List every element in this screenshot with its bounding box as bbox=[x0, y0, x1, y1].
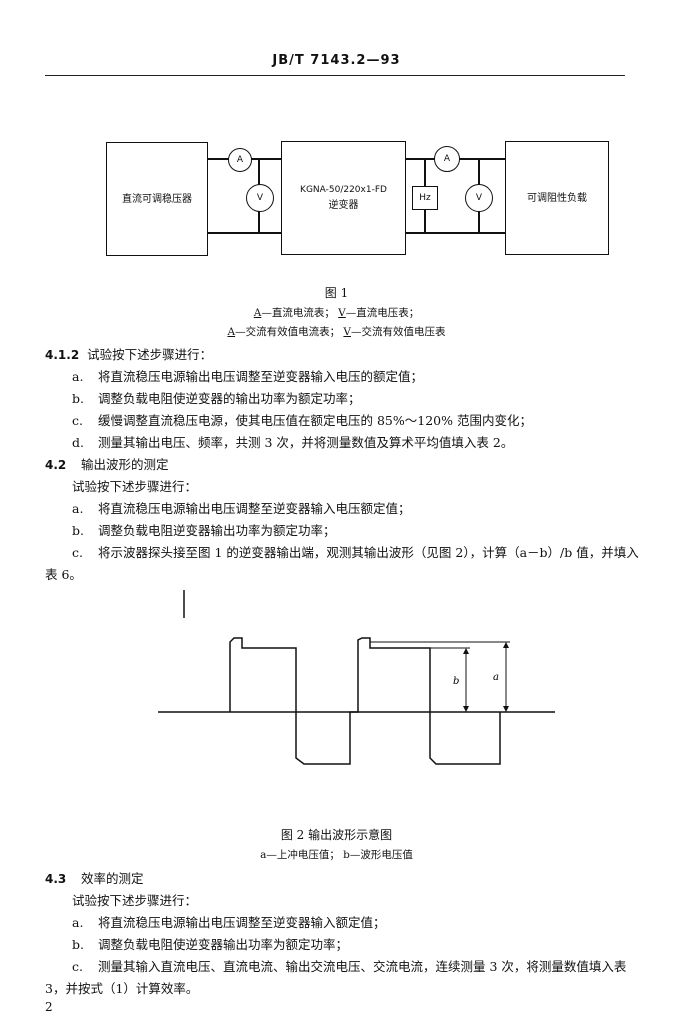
dc-regulator-box: 直流可调稳压器 bbox=[106, 142, 208, 256]
list-item: a. 将直流稳压电源输出电压调整至逆变器输入额定值； bbox=[72, 912, 386, 931]
list-item: c. 将示波器探头接至图 1 的逆变器输出端，观测其输出波形（见图 2），计算（a… bbox=[72, 542, 639, 561]
list-mark: a. bbox=[72, 369, 84, 384]
load-box: 可调阻性负载 bbox=[505, 141, 609, 255]
legend-ac-voltmeter-text: —交流有效值电压表 bbox=[351, 326, 446, 338]
list-mark: d. bbox=[72, 435, 84, 450]
a-arrow-bottom bbox=[503, 706, 509, 712]
section-4-1-2-heading: 4.1.2 试验按下述步骤进行： bbox=[45, 344, 212, 363]
list-item: b. 调整负载电阻逆变器输出功率为额定功率； bbox=[72, 520, 336, 539]
section-intro: 试验按下述步骤进行： bbox=[72, 893, 198, 908]
list-item: c. 缓慢调整直流稳压电源，使其电压值在额定电压的 85%～120% 范围内变化； bbox=[72, 410, 532, 429]
legend-dc-ammeter-text: —直流电流表； bbox=[261, 307, 335, 319]
a-arrow-top bbox=[503, 642, 509, 648]
list-text: 将直流稳压电源输出电压调整至逆变器输入电压额定值； bbox=[98, 501, 411, 516]
wire-ac-bottom bbox=[406, 232, 506, 234]
list-text: 将示波器探头接至图 1 的逆变器输出端，观测其输出波形（见图 2），计算（a－b… bbox=[98, 545, 639, 560]
dc-voltmeter-label: V bbox=[256, 193, 264, 203]
list-mark: b. bbox=[72, 523, 84, 538]
list-item: a. 将直流稳压电源输出电压调整至逆变器输入电压额定值； bbox=[72, 498, 411, 517]
legend-ac-ammeter-symbol: A bbox=[227, 326, 236, 338]
section-intro: 试验按下述步骤进行： bbox=[72, 479, 198, 494]
list-item: b. 调整负载电阻使逆变器的输出功率为额定功率； bbox=[72, 388, 361, 407]
list-text: 测量其输出电压、频率，共测 3 次，并将测量数值及算术平均值填入表 2。 bbox=[98, 435, 514, 450]
list-mark: b. bbox=[72, 937, 84, 952]
list-text: 缓慢调整直流稳压电源，使其电压值在额定电压的 85%～120% 范围内变化； bbox=[98, 413, 532, 428]
square-wave-trace bbox=[229, 637, 501, 765]
legend-ac-ammeter-text: —交流有效值电流表； bbox=[235, 326, 341, 338]
inverter-box: KGNA-50/220x1-FD 逆变器 bbox=[281, 141, 406, 255]
list-mark: c. bbox=[72, 413, 83, 428]
inverter-label: 逆变器 bbox=[328, 200, 359, 211]
label-b: b bbox=[453, 676, 459, 687]
dc-voltmeter-icon: V bbox=[246, 184, 274, 212]
dc-ammeter-icon: A bbox=[228, 148, 252, 172]
ac-voltmeter-icon: V bbox=[465, 184, 493, 212]
document-header: JB/T 7143.2—93 bbox=[272, 53, 401, 68]
wire-dc-bottom bbox=[208, 232, 282, 234]
list-text: 将直流稳压电源输出电压调整至逆变器输入额定值； bbox=[98, 915, 386, 930]
dc-ammeter-label: A bbox=[236, 155, 244, 165]
section-title: 效率的测定 bbox=[81, 871, 144, 886]
list-mark: a. bbox=[72, 915, 84, 930]
figure-2-legend: a—上冲电压值； b—波形电压值 bbox=[260, 849, 413, 861]
list-text: 调整负载电阻逆变器输出功率为额定功率； bbox=[98, 523, 336, 538]
paragraph-continuation: 表 6。 bbox=[45, 567, 82, 582]
legend-dc-ammeter-symbol: A bbox=[253, 307, 262, 319]
b-arrow-bottom bbox=[463, 706, 469, 712]
list-item: b. 调整负载电阻使逆变器输出功率为额定功率； bbox=[72, 934, 348, 953]
section-number: 4.3 bbox=[45, 872, 67, 886]
section-title: 试验按下述步骤进行： bbox=[87, 347, 213, 362]
figure-1-legend-line-1: A—直流电流表； V—直流电压表； bbox=[0, 305, 673, 320]
section-number: 4.1.2 bbox=[45, 348, 80, 362]
list-mark: a. bbox=[72, 501, 84, 516]
paragraph-continuation: 3，并按式（1）计算效率。 bbox=[45, 981, 199, 996]
legend-ac-voltmeter-symbol: V bbox=[343, 326, 352, 338]
load-label: 可调阻性负载 bbox=[527, 192, 587, 204]
list-item: a. 将直流稳压电源输出电压调整至逆变器输入电压的额定值； bbox=[72, 366, 423, 385]
header-rule bbox=[45, 75, 625, 76]
list-item: c. 测量其输入直流电压、直流电流、输出交流电压、交流电流，连续测量 3 次，将测… bbox=[72, 956, 626, 975]
section-4-3-heading: 4.3 效率的测定 bbox=[45, 868, 144, 887]
ac-ammeter-icon: A bbox=[434, 146, 460, 172]
legend-dc-voltmeter-text: —直流电压表； bbox=[345, 307, 420, 319]
list-text: 调整负载电阻使逆变器的输出功率为额定功率； bbox=[98, 391, 361, 406]
figure-1-caption: 图 1 bbox=[324, 286, 349, 300]
list-mark: b. bbox=[72, 391, 84, 406]
section-number: 4.2 bbox=[45, 458, 67, 472]
inverter-model-label: KGNA-50/220x1-FD bbox=[300, 185, 387, 195]
b-arrow-top bbox=[463, 648, 469, 654]
ac-voltmeter-label: V bbox=[475, 193, 483, 203]
figure-2-waveform: b a bbox=[158, 590, 555, 765]
list-mark: c. bbox=[72, 545, 83, 560]
page-number: 2 bbox=[45, 1000, 53, 1014]
list-text: 将直流稳压电源输出电压调整至逆变器输入电压的额定值； bbox=[98, 369, 424, 384]
figure-2-caption: 图 2 输出波形示意图 bbox=[280, 828, 393, 842]
list-text: 测量其输入直流电压、直流电流、输出交流电压、交流电流，连续测量 3 次，将测量数… bbox=[98, 959, 627, 974]
label-a: a bbox=[493, 672, 499, 683]
ac-ammeter-label: A bbox=[443, 154, 451, 164]
dc-regulator-label: 直流可调稳压器 bbox=[122, 193, 192, 205]
list-item: d. 测量其输出电压、频率，共测 3 次，并将测量数值及算术平均值填入表 2。 bbox=[72, 432, 513, 451]
section-4-2-heading: 4.2 输出波形的测定 bbox=[45, 454, 169, 473]
frequency-meter-label: Hz bbox=[419, 193, 431, 203]
legend-dc-voltmeter-symbol: V bbox=[338, 307, 346, 319]
section-title: 输出波形的测定 bbox=[81, 457, 169, 472]
frequency-meter-icon: Hz bbox=[412, 186, 438, 210]
list-text: 调整负载电阻使逆变器输出功率为额定功率； bbox=[98, 937, 349, 952]
list-mark: c. bbox=[72, 959, 83, 974]
figure-1-legend-line-2: A—交流有效值电流表； V—交流有效值电压表 bbox=[0, 324, 673, 339]
